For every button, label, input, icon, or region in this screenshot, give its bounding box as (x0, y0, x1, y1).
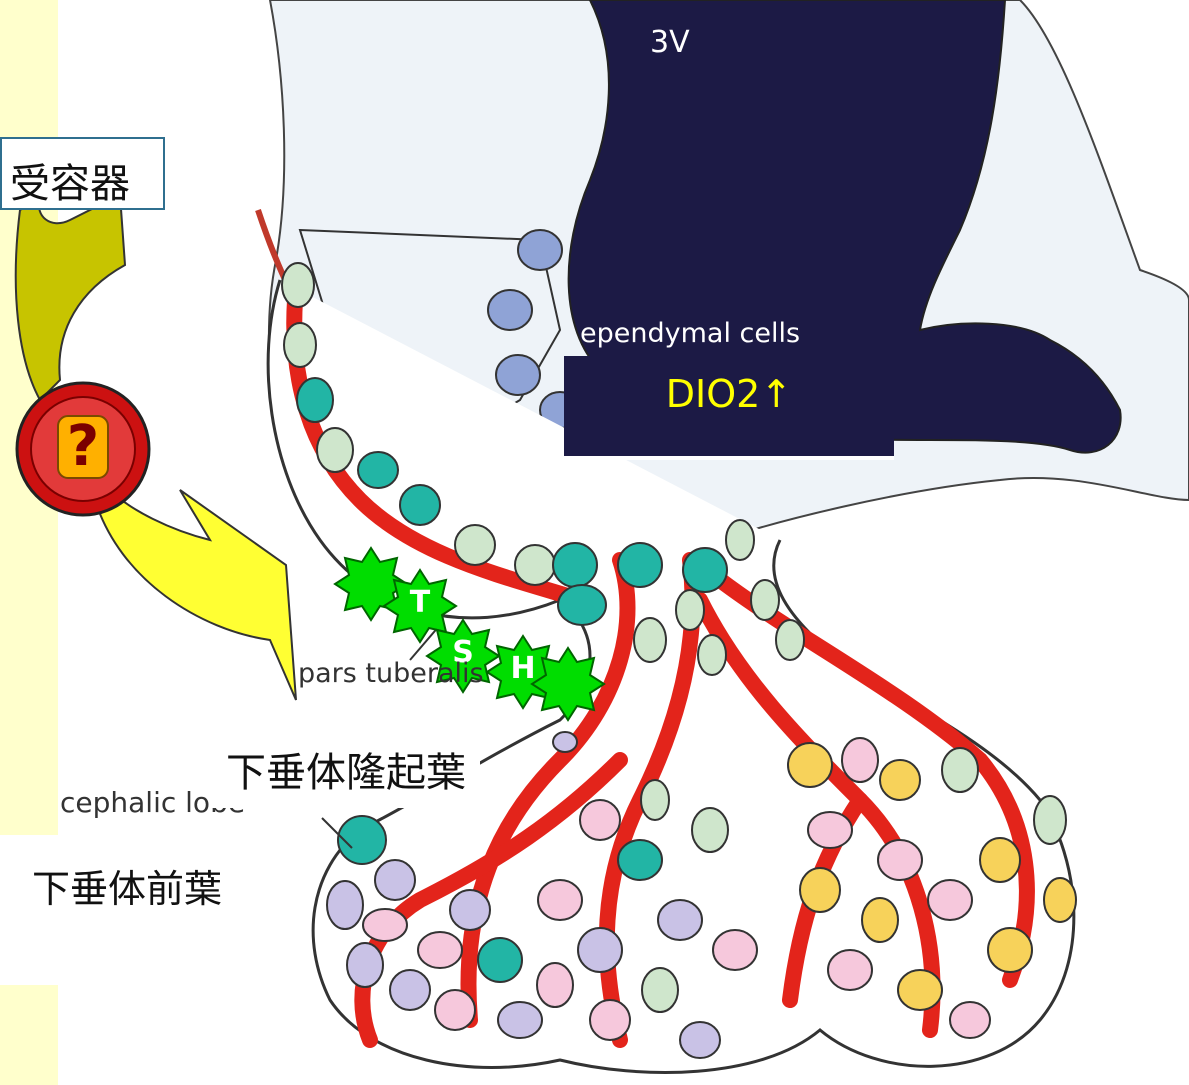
anterior-jp-label: 下垂体前葉 (32, 858, 222, 913)
dio2-label: DIO2 (666, 372, 761, 416)
third-ventricle-label: 3V (650, 25, 690, 60)
ependymal-label: ependymal cells (580, 318, 800, 349)
receptor-label: 受容器 (0, 137, 165, 210)
yellow-arrow (95, 490, 296, 700)
dio2-label-row: DIO2↑ (564, 372, 894, 416)
tsh-letter-h: H (510, 651, 536, 686)
tuberalis-jp-label: 下垂体隆起葉 (212, 730, 480, 808)
olive-arrow (16, 195, 125, 400)
tsh-letter-t: T (407, 585, 433, 620)
left-sidebar-strip-lower (0, 985, 58, 1085)
up-arrow-icon: ↑ (760, 372, 792, 416)
pars-tuberalis-label: pars tuberalis (298, 658, 484, 689)
tsh-star-5 (532, 648, 604, 720)
dio2-box: DIO2↑ (564, 356, 894, 460)
question-mark-glyph: ? (55, 414, 111, 480)
